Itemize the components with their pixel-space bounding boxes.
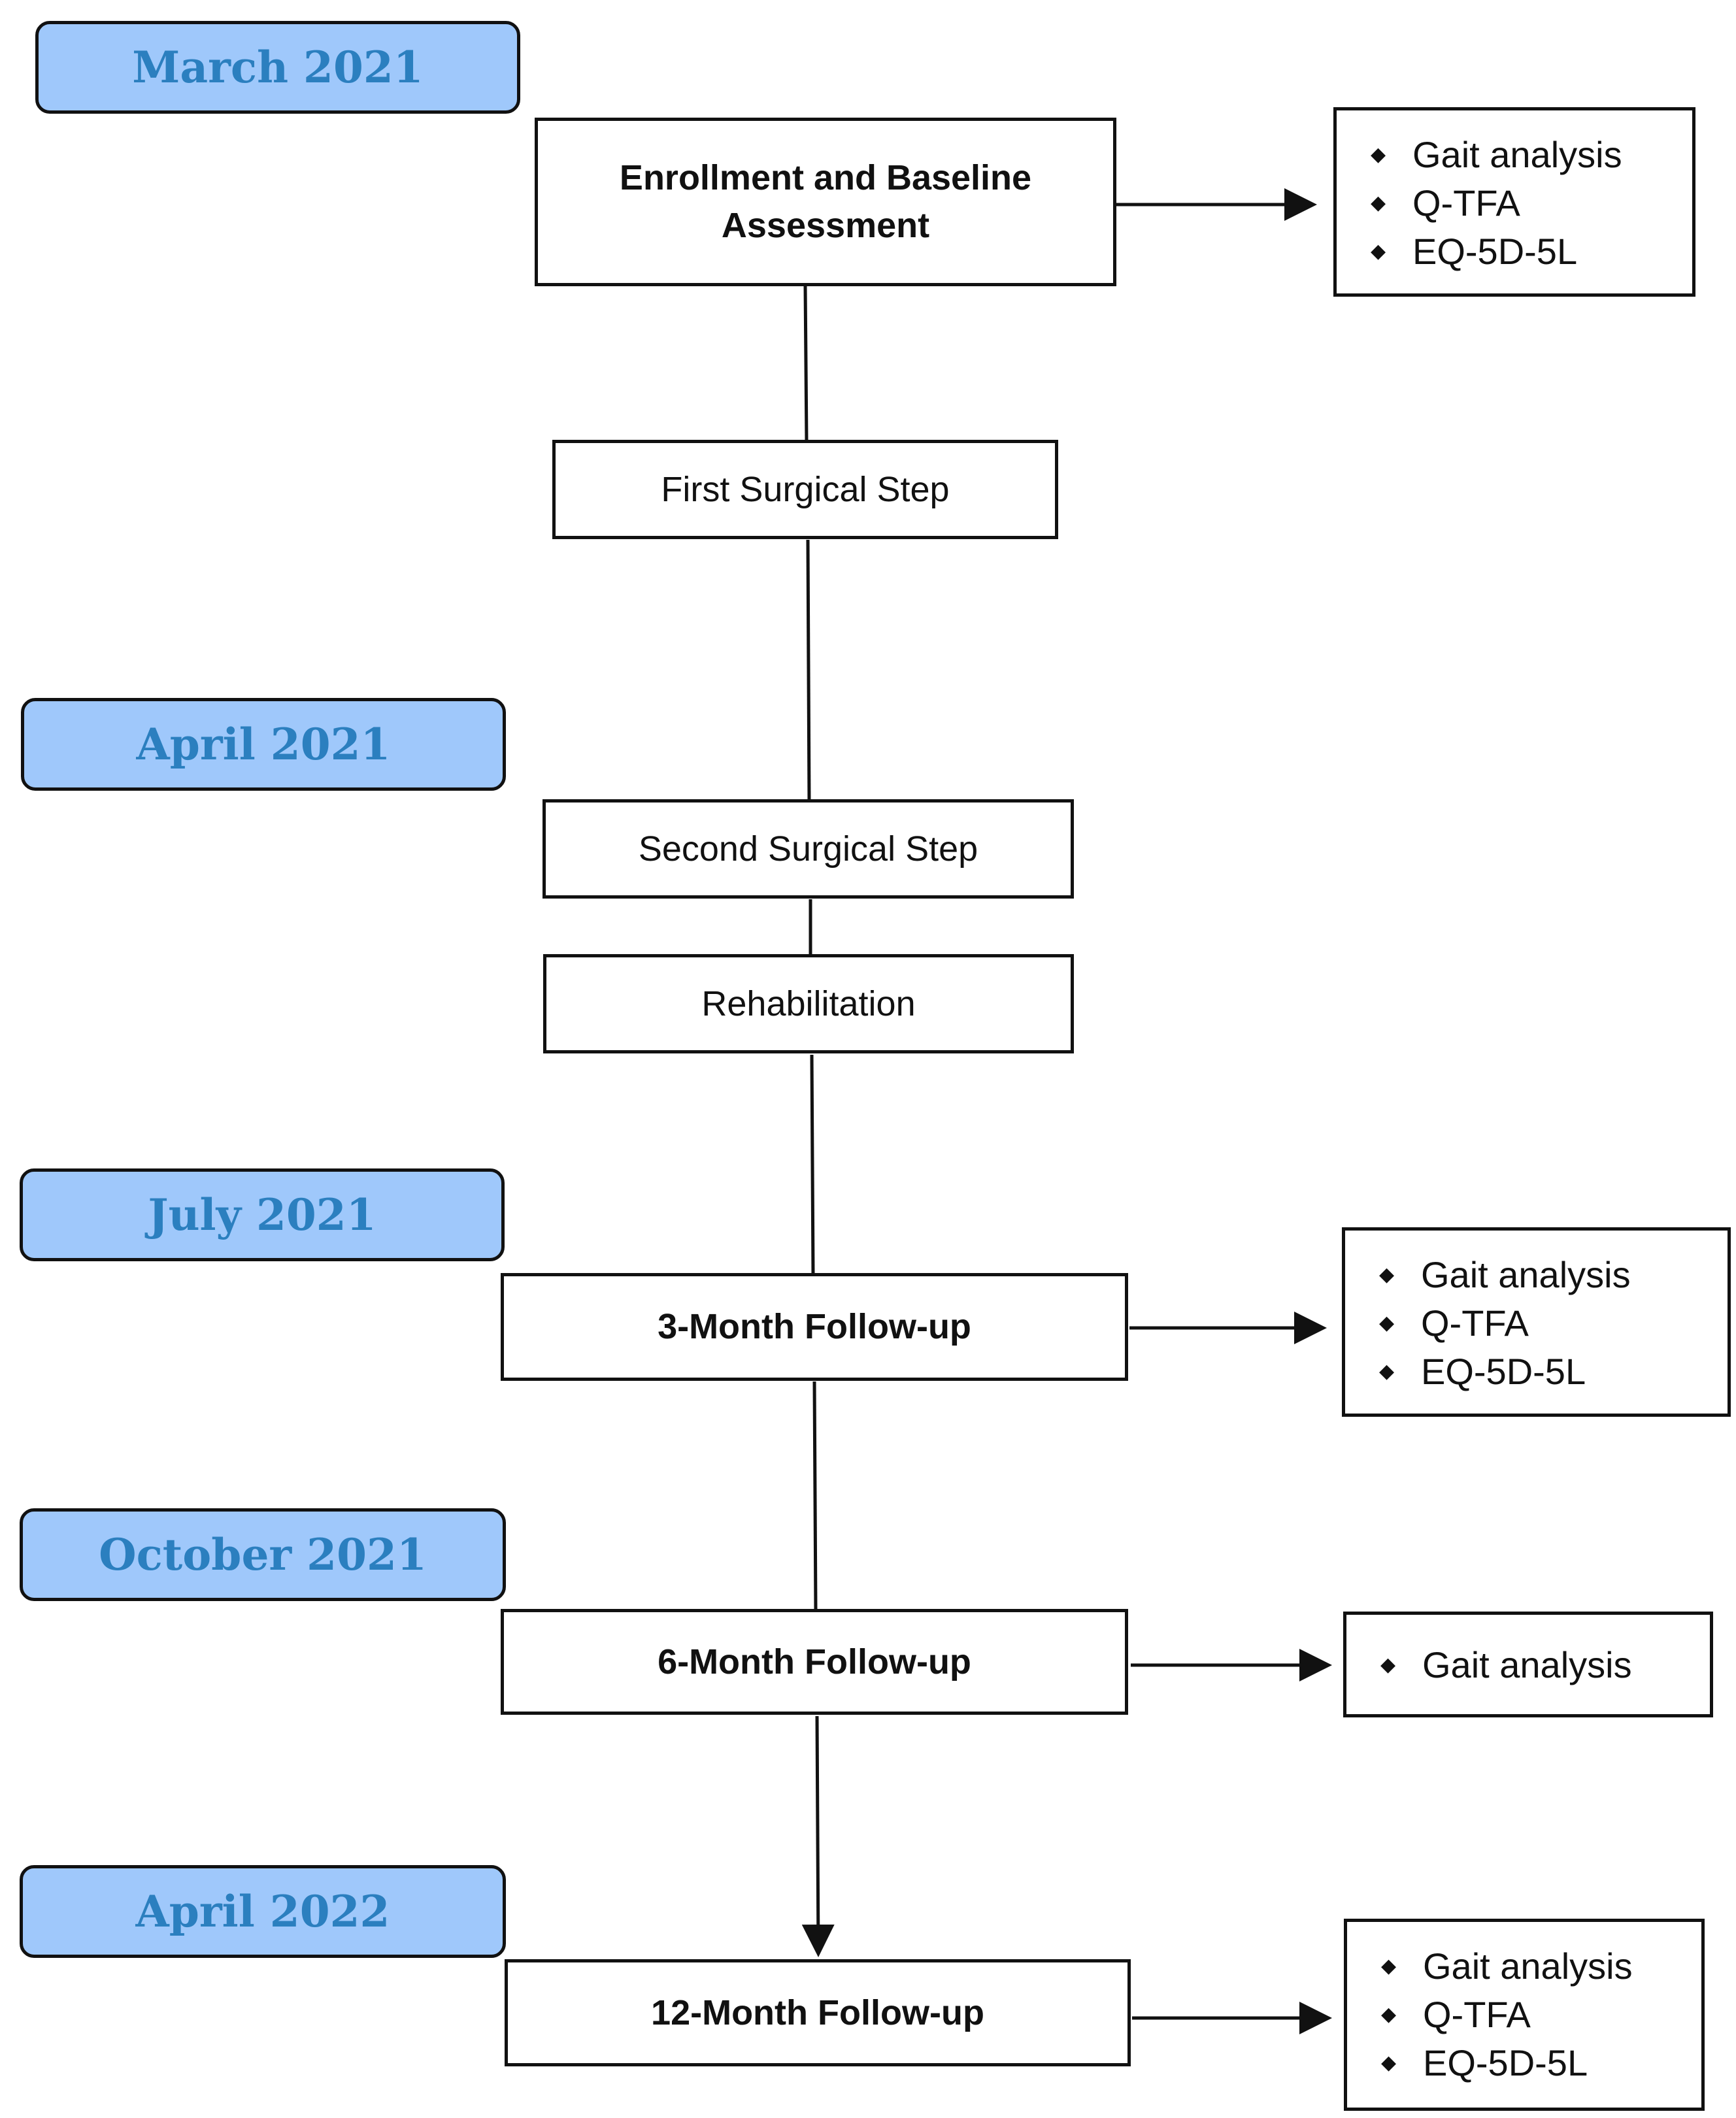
second-surgical-step-box: Second Surgical Step (542, 799, 1074, 899)
12-month-follow-up-box: 12-Month Follow-up (505, 1959, 1131, 2066)
12-month-measures-list: ◆ Gait analysis ◆ Q-TFA ◆ EQ-5D-5L (1381, 1942, 1688, 2087)
measure-label: Q-TFA (1421, 1302, 1529, 1344)
measure-label: Gait analysis (1422, 1644, 1632, 1685)
measure-label: Gait analysis (1423, 1945, 1633, 1987)
connector-6-month-to-12-month (801, 1715, 835, 1957)
measure-label: EQ-5D-5L (1412, 230, 1578, 272)
baseline-measures-list: ◆ Gait analysis ◆ Q-TFA ◆ EQ-5D-5L (1371, 130, 1679, 275)
list-item: ◆ Gait analysis (1380, 1640, 1632, 1689)
list-item: ◆ EQ-5D-5L (1371, 227, 1679, 275)
rehabilitation-box: Rehabilitation (543, 954, 1074, 1053)
list-item: ◆ Q-TFA (1381, 1990, 1688, 2038)
baseline-measures-box: ◆ Gait analysis ◆ Q-TFA ◆ EQ-5D-5L (1333, 107, 1695, 297)
connector-3-month-to-6-month (812, 1381, 818, 1612)
measure-label: EQ-5D-5L (1421, 1350, 1586, 1392)
list-item: ◆ Gait analysis (1379, 1250, 1714, 1299)
3-month-follow-up-label: 3-Month Follow-up (658, 1307, 971, 1347)
diamond-bullet-icon: ◆ (1381, 2003, 1397, 2025)
list-item: ◆ Q-TFA (1379, 1299, 1714, 1347)
12-month-measures-box: ◆ Gait analysis ◆ Q-TFA ◆ EQ-5D-5L (1344, 1919, 1705, 2111)
connector-enrollment-to-first-surgical (803, 284, 809, 442)
measure-label: Q-TFA (1423, 1993, 1531, 2035)
list-item: ◆ EQ-5D-5L (1381, 2038, 1688, 2087)
connector-rehabilitation-to-3-month (810, 1054, 815, 1276)
diamond-bullet-icon: ◆ (1371, 191, 1386, 214)
list-item: ◆ EQ-5D-5L (1379, 1347, 1714, 1395)
list-item: ◆ Q-TFA (1371, 178, 1679, 227)
diamond-bullet-icon: ◆ (1381, 1955, 1397, 1977)
rehabilitation-label: Rehabilitation (701, 984, 916, 1023)
measure-label: Q-TFA (1412, 182, 1520, 223)
measure-label: EQ-5D-5L (1423, 2042, 1588, 2083)
connector-first-to-second-surgical (806, 539, 811, 802)
diamond-bullet-icon: ◆ (1379, 1263, 1395, 1285)
date-label-october-2021: October 2021 (20, 1508, 506, 1601)
measure-label: Gait analysis (1412, 133, 1622, 175)
list-item: ◆ Gait analysis (1371, 130, 1679, 178)
diamond-bullet-icon: ◆ (1381, 2051, 1397, 2074)
diamond-bullet-icon: ◆ (1379, 1312, 1395, 1334)
list-item: ◆ Gait analysis (1381, 1942, 1688, 1990)
3-month-follow-up-box: 3-Month Follow-up (501, 1273, 1128, 1381)
6-month-measures-box: ◆ Gait analysis (1343, 1612, 1713, 1717)
3-month-measures-box: ◆ Gait analysis ◆ Q-TFA ◆ EQ-5D-5L (1342, 1227, 1731, 1417)
6-month-follow-up-label: 6-Month Follow-up (658, 1642, 971, 1681)
second-surgical-step-label: Second Surgical Step (638, 829, 978, 869)
first-surgical-step-box: First Surgical Step (552, 440, 1058, 539)
date-label-april-2022: April 2022 (20, 1865, 506, 1958)
3-month-measures-list: ◆ Gait analysis ◆ Q-TFA ◆ EQ-5D-5L (1379, 1250, 1714, 1395)
diamond-bullet-icon: ◆ (1371, 240, 1386, 262)
date-label-july-2021: July 2021 (20, 1168, 505, 1261)
date-label-march-2021: March 2021 (35, 21, 520, 114)
enrollment-baseline-label: Enrollment and Baseline Assessment (619, 158, 1032, 245)
first-surgical-step-label: First Surgical Step (661, 469, 950, 509)
diamond-bullet-icon: ◆ (1379, 1360, 1395, 1382)
measure-label: Gait analysis (1421, 1253, 1631, 1295)
6-month-follow-up-box: 6-Month Follow-up (501, 1609, 1128, 1715)
enrollment-baseline-box: Enrollment and Baseline Assessment (535, 118, 1116, 286)
date-label-april-2021: April 2021 (21, 698, 506, 791)
6-month-measures-list: ◆ Gait analysis (1380, 1640, 1632, 1689)
diamond-bullet-icon: ◆ (1380, 1653, 1396, 1676)
diamond-bullet-icon: ◆ (1371, 143, 1386, 165)
12-month-follow-up-label: 12-Month Follow-up (651, 1993, 984, 2032)
